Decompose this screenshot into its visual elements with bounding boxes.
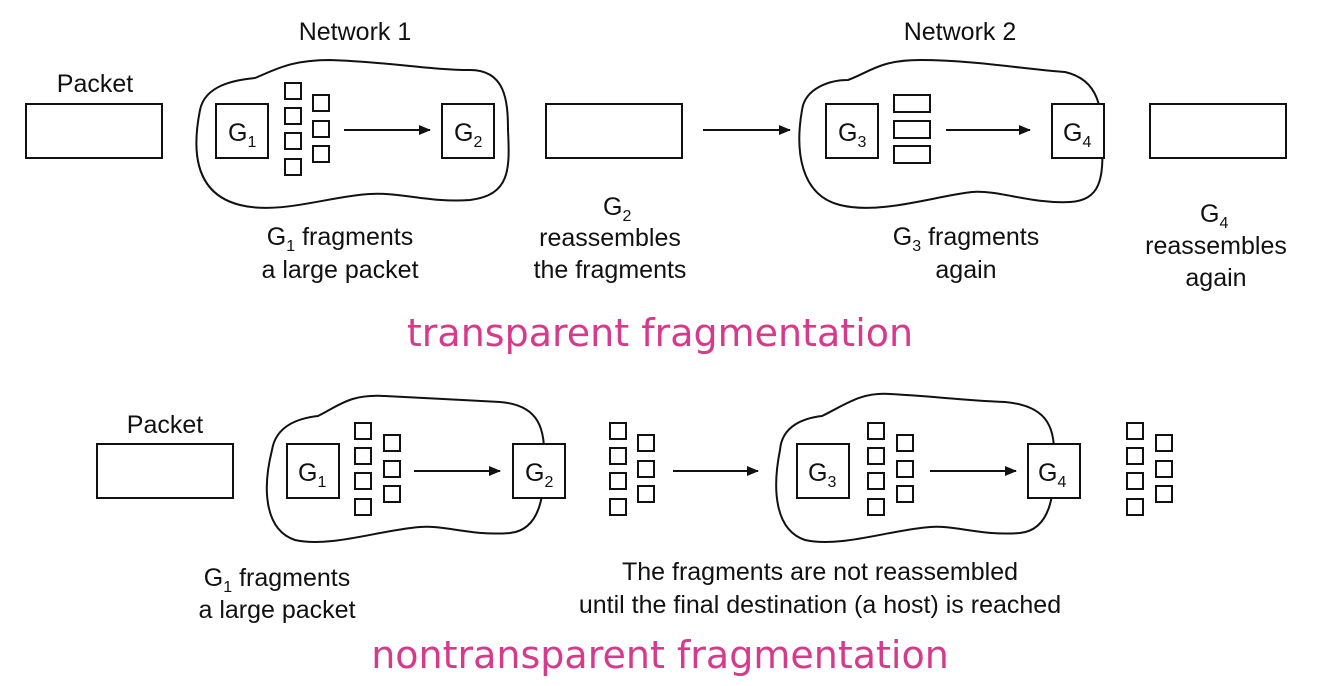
original-packet <box>25 103 163 159</box>
fragment <box>284 132 302 150</box>
fragment <box>312 120 330 138</box>
fragment <box>637 460 655 478</box>
fragment <box>354 447 372 465</box>
caption-g2-line1: reassembles <box>539 224 681 252</box>
fragment <box>893 145 931 164</box>
caption-g2-line0: G2 <box>603 193 631 225</box>
gateway-g1 <box>215 103 269 159</box>
fragment <box>867 422 885 440</box>
network-1-cloud <box>195 58 510 209</box>
fragment <box>637 434 655 452</box>
caption-final-line1: The fragments are not reassembled <box>622 558 1018 586</box>
fragment <box>383 485 401 503</box>
caption-g2-line2: the fragments <box>534 256 687 284</box>
packet-label: Packet <box>57 70 133 98</box>
caption-g4-line0: G4 <box>1200 200 1228 232</box>
fragment <box>609 472 627 490</box>
fragment <box>893 94 931 113</box>
network-1-label: Network 1 <box>299 18 412 46</box>
gateway-g1 <box>286 443 340 499</box>
gateway-g3-label: G3 <box>808 459 836 491</box>
gateway-g3 <box>796 443 850 499</box>
fragment <box>354 498 372 516</box>
gateway-g3-label: G3 <box>838 119 866 151</box>
fragment <box>1126 498 1144 516</box>
fragment <box>354 472 372 490</box>
gateway-g4 <box>1027 443 1081 499</box>
gateway-g1-label: G1 <box>228 119 256 151</box>
fragment <box>867 447 885 465</box>
fragment <box>383 460 401 478</box>
packet-label: Packet <box>127 411 203 439</box>
caption-g4-line2: again <box>1185 264 1246 292</box>
fragment <box>896 460 914 478</box>
caption-g1-line2: a large packet <box>198 596 355 624</box>
caption-g4-line1: reassembles <box>1145 232 1287 260</box>
fragment <box>354 422 372 440</box>
original-packet <box>96 443 234 499</box>
fragment <box>284 158 302 176</box>
fragment <box>896 485 914 503</box>
final-packet <box>1149 103 1287 159</box>
fragment <box>609 422 627 440</box>
caption-final-line2: until the final destination (a host) is … <box>579 591 1061 619</box>
gateway-g1-label: G1 <box>298 459 326 491</box>
gateway-g2-label: G2 <box>525 459 553 491</box>
fragments-network-2 <box>867 422 914 516</box>
fragments-at-host <box>1126 422 1173 516</box>
caption-g1-line1: G1 fragments <box>204 564 350 596</box>
gateway-g2-label: G2 <box>454 119 482 151</box>
fragment <box>1155 460 1173 478</box>
fragment <box>637 485 655 503</box>
fragment <box>896 434 914 452</box>
fragment <box>609 498 627 516</box>
fragments-between-networks <box>609 422 655 516</box>
transparent-title: transparent fragmentation <box>407 311 913 355</box>
caption-g1-line2: a large packet <box>261 256 418 284</box>
fragment <box>609 447 627 465</box>
network-2-label: Network 2 <box>904 18 1017 46</box>
gateway-g4-label: G4 <box>1038 459 1066 491</box>
fragment <box>284 82 302 100</box>
gateway-g4 <box>1051 103 1105 159</box>
nontransparent-section: Packet G1 G2 G3 <box>96 392 1173 677</box>
fragment <box>867 498 885 516</box>
fragments-network-1 <box>354 422 401 516</box>
gateway-g4-label: G4 <box>1063 119 1091 151</box>
fragment <box>312 145 330 163</box>
gateway-g2 <box>512 443 566 499</box>
gateway-g3 <box>825 103 879 159</box>
fragment <box>312 94 330 112</box>
gateway-g2 <box>441 103 495 159</box>
fragment <box>867 472 885 490</box>
nontransparent-title: nontransparent fragmentation <box>371 633 949 677</box>
fragment <box>1126 472 1144 490</box>
fragments-network-2 <box>893 94 931 164</box>
fragment <box>284 107 302 125</box>
caption-g3-line2: again <box>935 256 996 284</box>
reassembled-packet <box>545 103 683 159</box>
fragment <box>893 120 931 139</box>
caption-g3-line1: G3 fragments <box>893 223 1039 255</box>
fragment <box>1155 485 1173 503</box>
fragment <box>1155 434 1173 452</box>
fragments-network-1 <box>284 82 330 176</box>
caption-g1-line1: G1 fragments <box>267 223 413 255</box>
fragment <box>1126 447 1144 465</box>
fragment <box>383 434 401 452</box>
fragment <box>1126 422 1144 440</box>
transparent-section: Packet Network 1 G1 G2 G1 fragments a la… <box>25 18 1287 355</box>
